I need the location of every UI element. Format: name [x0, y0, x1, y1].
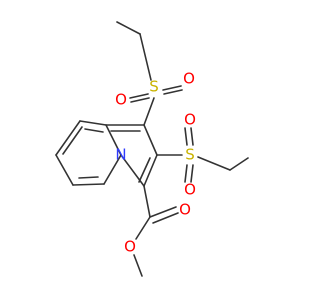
bond-carbonyl-b	[152, 212, 179, 224]
bond-ester-c-ring	[143, 185, 151, 218]
bond-right-s-o-bottom-b	[190, 164, 194, 183]
bond-top-s-ring	[143, 97, 155, 126]
bond-methyl	[133, 254, 143, 277]
bond-top-s-o-left-a	[129, 93, 149, 99]
bond-ester-o	[135, 216, 151, 240]
molecule-diagram: S O O N S O O O O	[55, 21, 249, 277]
bond-carbonyl-a	[149, 206, 177, 218]
bond-ring-double-3	[78, 176, 99, 179]
bond-top-ethyl-ch3	[116, 21, 141, 35]
bond-right-s-o-top-b	[190, 127, 194, 146]
oxygen-top-right-label: O	[183, 70, 195, 88]
bond-pyrrole-c	[143, 154, 158, 187]
bond-ring-b	[105, 124, 122, 156]
oxygen-right-top-label: O	[184, 111, 196, 129]
molecule-structure: S O O N S O O O O	[55, 21, 249, 277]
bond-top-s-o-left-b	[130, 97, 150, 103]
bond-top-s-o-right-b	[163, 89, 183, 95]
bond-ring-double-2	[62, 126, 83, 155]
oxygen-carbonyl-label: O	[179, 201, 191, 219]
sulfur-right-label: S	[185, 146, 195, 164]
bond-right-s-o-top-a	[184, 127, 188, 146]
bond-right-ethyl-ch3	[229, 157, 249, 171]
bond-top-s-o-right-a	[162, 85, 182, 91]
oxygen-ester-label: O	[124, 238, 136, 256]
bond-ring-double-1	[84, 128, 104, 133]
bond-right-s-o-bottom-a	[184, 164, 188, 183]
bond-pyrrole-b	[143, 124, 158, 156]
nitrogen-label: N	[115, 146, 126, 164]
bond-ring-f	[55, 120, 81, 156]
bond-pyrrole-double-2	[138, 157, 151, 183]
oxygen-top-left-label: O	[115, 91, 127, 109]
bond-ring-c	[103, 154, 122, 185]
oxygen-right-bottom-label: O	[184, 181, 196, 199]
bond-ring-a	[79, 120, 107, 126]
bond-right-ethyl-ch2	[197, 156, 231, 171]
bond-ring-e	[55, 154, 74, 186]
sulfur-top-label: S	[149, 78, 159, 96]
bond-top-ethyl-ch2	[139, 33, 152, 81]
bond-ring-d	[72, 183, 105, 186]
